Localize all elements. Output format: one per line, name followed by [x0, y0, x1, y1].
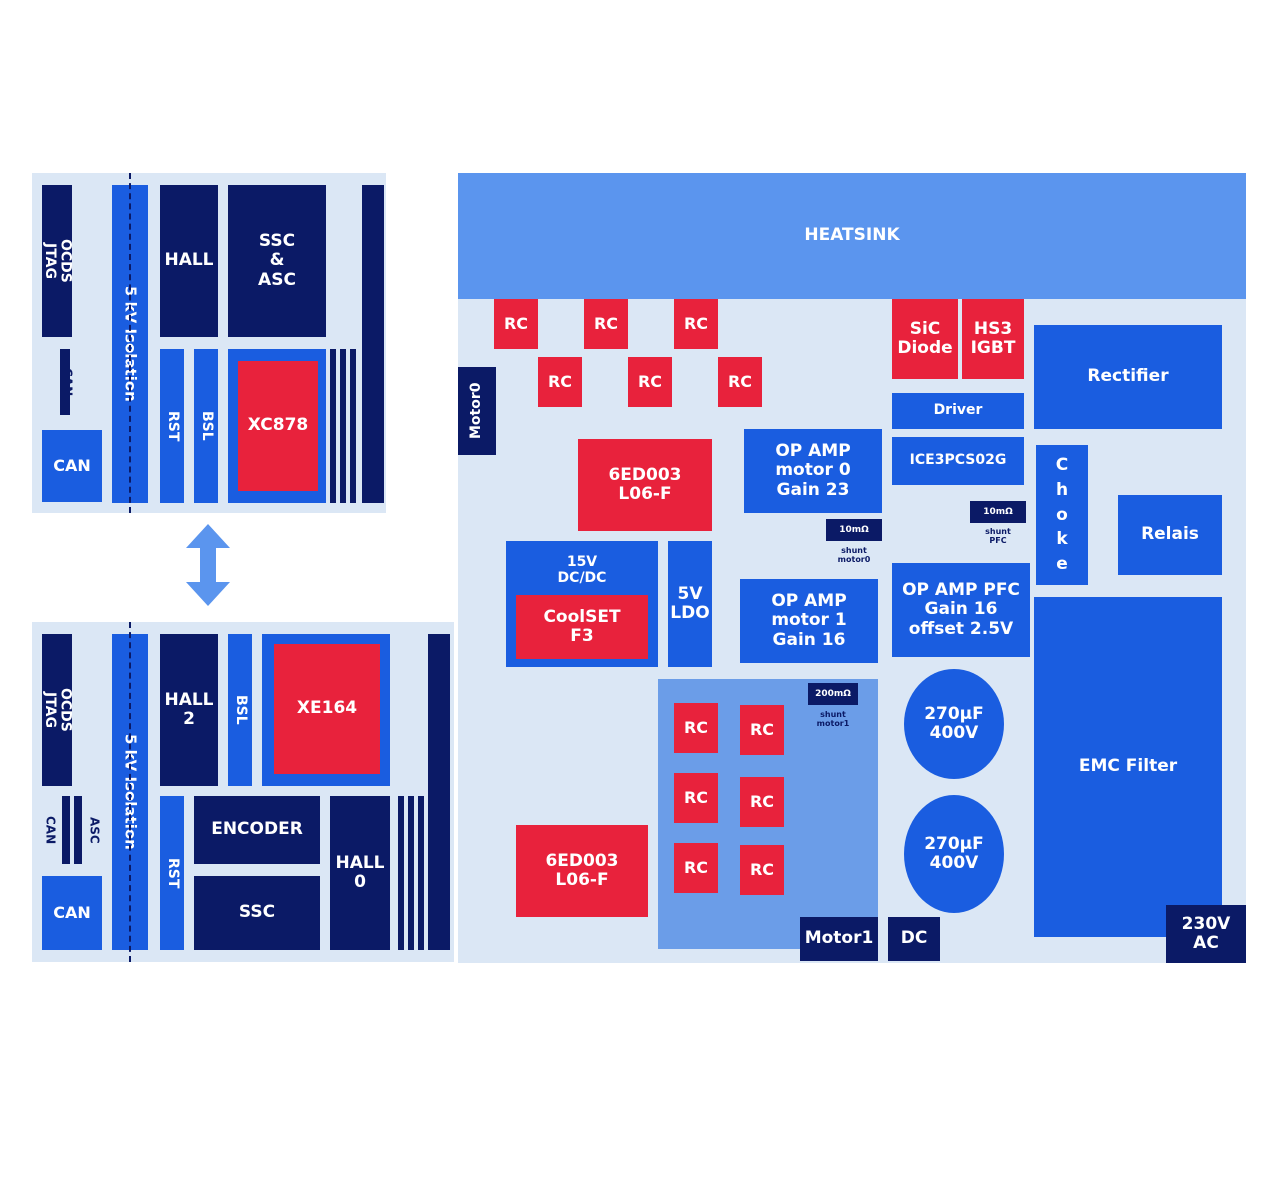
dc-connector: DC: [888, 917, 940, 961]
rc-block: RC: [674, 299, 718, 349]
choke-block: Choke: [1036, 445, 1088, 585]
ac-230v-connector: 230V AC: [1166, 905, 1246, 963]
ldo-5v-block: 5V LDO: [668, 541, 712, 667]
motor1-connector: Motor1: [800, 917, 878, 961]
top-controller-module: OCDS JTAG CAN CAN 5 kV Isolation HALL SS…: [32, 173, 386, 513]
can-side-bar: [62, 796, 70, 864]
bottom-thin-bar-1: [398, 796, 404, 950]
driver-block: Driver: [892, 393, 1024, 429]
bottom-thin-bar-3: [418, 796, 424, 950]
sic-diode-block: SiC Diode: [892, 299, 958, 379]
emc-filter-block: EMC Filter: [1034, 597, 1222, 937]
rc-block: RC: [494, 299, 538, 349]
mcu-xc878-block: XC878: [238, 361, 318, 491]
isolation-line: [129, 622, 131, 962]
bottom-wide-bar-1: [428, 634, 450, 950]
encoder-block: ENCODER: [194, 796, 320, 864]
opamp-motor1-block: OP AMP motor 1 Gain 16: [740, 579, 878, 663]
mcu-xe164-block: XE164: [274, 644, 380, 774]
top-thin-bar-3: [350, 349, 356, 503]
rst-block: RST: [160, 349, 184, 503]
rc-block: RC: [674, 843, 718, 893]
can-side-label: CAN: [43, 815, 58, 845]
heatsink-block: HEATSINK: [458, 173, 1246, 299]
can-block: CAN: [42, 430, 102, 502]
shunt-pfc-label: shunt PFC: [985, 527, 1011, 545]
asc-side-label: ASC: [87, 816, 102, 844]
capacitor-270uf-2: 270µF 400V: [904, 795, 1004, 913]
rst-block: RST: [160, 796, 184, 950]
asc-side-bar: [74, 796, 82, 864]
hall2-block: HALL 2: [160, 634, 218, 786]
shunt-motor1-label: shunt motor1: [816, 710, 850, 728]
bsl-block: BSL: [228, 634, 252, 786]
rc-block: RC: [628, 357, 672, 407]
top-right-bar: [362, 185, 384, 503]
capacitor-270uf-1: 270µF 400V: [904, 669, 1004, 779]
shunt-motor0-label: shunt motor0: [837, 546, 871, 564]
can-side-bar: [60, 349, 70, 415]
ssc-asc-block: SSC & ASC: [228, 185, 326, 337]
dcdc-label: 15V DC/DC: [557, 554, 607, 586]
rc-block: RC: [584, 299, 628, 349]
top-thin-bar-2: [340, 349, 346, 503]
isolation-line: [129, 173, 131, 513]
ssc-block: SSC: [194, 876, 320, 950]
rc-block: RC: [674, 773, 718, 823]
opamp-motor0-block: OP AMP motor 0 Gain 23: [744, 429, 882, 513]
rc-block: RC: [740, 777, 784, 827]
rc-block: RC: [674, 703, 718, 753]
hall0-block: HALL 0: [330, 796, 390, 950]
ice3pcs02g-block: ICE3PCS02G: [892, 437, 1024, 485]
top-thin-bar-1: [330, 349, 336, 503]
rectifier-block: Rectifier: [1034, 325, 1222, 429]
shunt-motor1-value: 200mΩ: [808, 683, 858, 705]
rc-block: RC: [740, 845, 784, 895]
bsl-block: BSL: [194, 349, 218, 503]
rc-block: RC: [538, 357, 582, 407]
ocds-jtag-block: OCDS JTAG: [42, 185, 72, 337]
can-block: CAN: [42, 876, 102, 950]
bottom-controller-module: OCDS JTAG CAN ASC CAN 5 kV Isolation HAL…: [32, 622, 454, 962]
double-arrow-icon: [186, 524, 230, 606]
ocds-jtag-block: OCDS JTAG: [42, 634, 72, 786]
hs3-igbt-block: HS3 IGBT: [962, 299, 1024, 379]
motor0-connector: Motor0: [458, 367, 496, 455]
coolset-f3-block: CoolSET F3: [516, 595, 648, 659]
shunt-motor0-value: 10mΩ: [826, 519, 882, 541]
hall-block: HALL: [160, 185, 218, 337]
relais-block: Relais: [1118, 495, 1222, 575]
bottom-thin-bar-2: [408, 796, 414, 950]
rc-block: RC: [740, 705, 784, 755]
shunt-pfc-value: 10mΩ: [970, 501, 1026, 523]
opamp-pfc-block: OP AMP PFC Gain 16 offset 2.5V: [892, 563, 1030, 657]
rc-block: RC: [718, 357, 762, 407]
power-board: HEATSINK RC RC RC RC RC RC Motor0 SiC Di…: [458, 173, 1246, 963]
driver-6ed003-a-block: 6ED003 L06-F: [578, 439, 712, 531]
driver-6ed003-b-block: 6ED003 L06-F: [516, 825, 648, 917]
